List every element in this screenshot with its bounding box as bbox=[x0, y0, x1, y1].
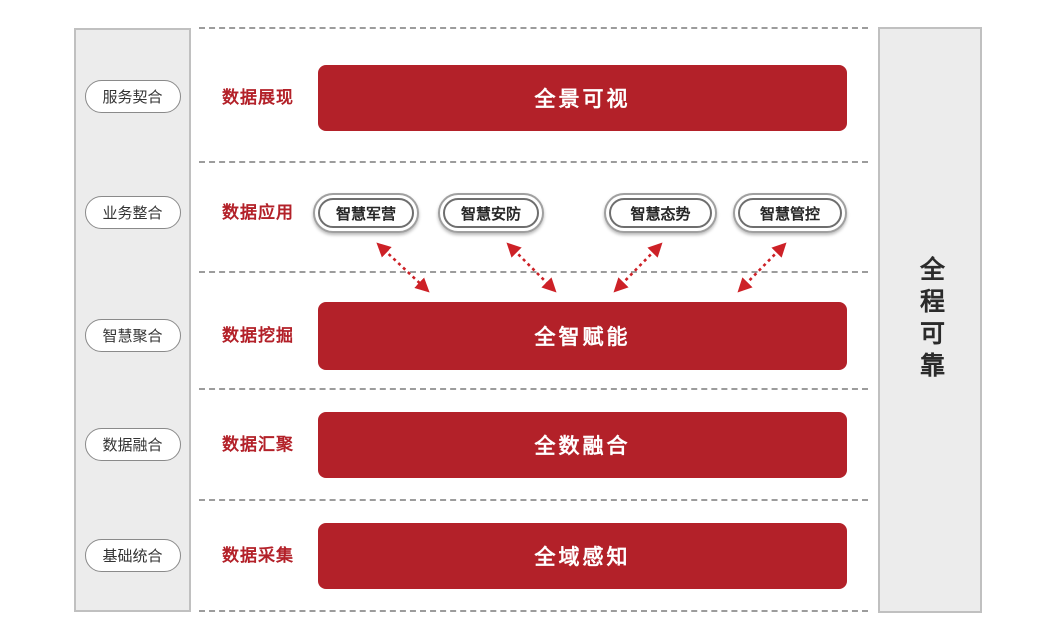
app-pill-label: 智慧态势 bbox=[609, 198, 712, 228]
app-pill-label: 智慧管控 bbox=[738, 198, 842, 228]
capability-pill-label: 智慧聚合 bbox=[102, 328, 163, 345]
app-pill: 智慧管控 bbox=[733, 193, 847, 233]
capability-pill: 数据融合 bbox=[84, 428, 181, 461]
row-divider bbox=[199, 499, 868, 501]
row-divider bbox=[199, 271, 868, 273]
row-divider bbox=[199, 388, 868, 390]
capability-pill: 业务整合 bbox=[84, 196, 181, 229]
capability-pill: 智慧聚合 bbox=[84, 319, 181, 352]
layer-label: 数据采集 bbox=[222, 546, 294, 565]
row-divider bbox=[199, 161, 868, 163]
capability-pill-label: 基础统合 bbox=[102, 548, 163, 565]
app-pill: 智慧安防 bbox=[438, 193, 544, 233]
app-pill-label: 智慧安防 bbox=[443, 198, 539, 228]
capability-pill-label: 数据融合 bbox=[102, 437, 163, 454]
layer-bar: 全智赋能 bbox=[318, 302, 847, 370]
capability-pill: 基础统合 bbox=[84, 539, 181, 572]
row-divider bbox=[199, 27, 868, 29]
layer-bar: 全域感知 bbox=[318, 523, 847, 589]
capability-pill: 服务契合 bbox=[84, 80, 181, 113]
capability-pill-label: 业务整合 bbox=[102, 205, 163, 222]
double-arrow-icon bbox=[506, 242, 557, 293]
layer-label: 数据展现 bbox=[222, 88, 294, 107]
app-pill-label: 智慧军营 bbox=[318, 198, 414, 228]
app-pill: 智慧军营 bbox=[313, 193, 419, 233]
layer-label: 数据应用 bbox=[222, 203, 294, 222]
layer-bar: 全数融合 bbox=[318, 412, 847, 478]
right-assurance-panel: 全程可靠 bbox=[878, 27, 982, 613]
double-arrow-icon bbox=[376, 242, 430, 293]
layer-label: 数据汇聚 bbox=[222, 435, 294, 454]
left-capability-panel: 服务契合 业务整合 智慧聚合 数据融合 基础统合 bbox=[74, 28, 191, 612]
double-arrow-icon bbox=[737, 242, 787, 293]
row-divider bbox=[199, 610, 868, 612]
double-arrow-icon bbox=[613, 242, 663, 293]
layer-label: 数据挖掘 bbox=[222, 326, 294, 345]
vertical-label: 全程可靠 bbox=[916, 256, 945, 384]
capability-pill-label: 服务契合 bbox=[102, 89, 163, 106]
layer-bar: 全景可视 bbox=[318, 65, 847, 131]
app-pill: 智慧态势 bbox=[604, 193, 717, 233]
